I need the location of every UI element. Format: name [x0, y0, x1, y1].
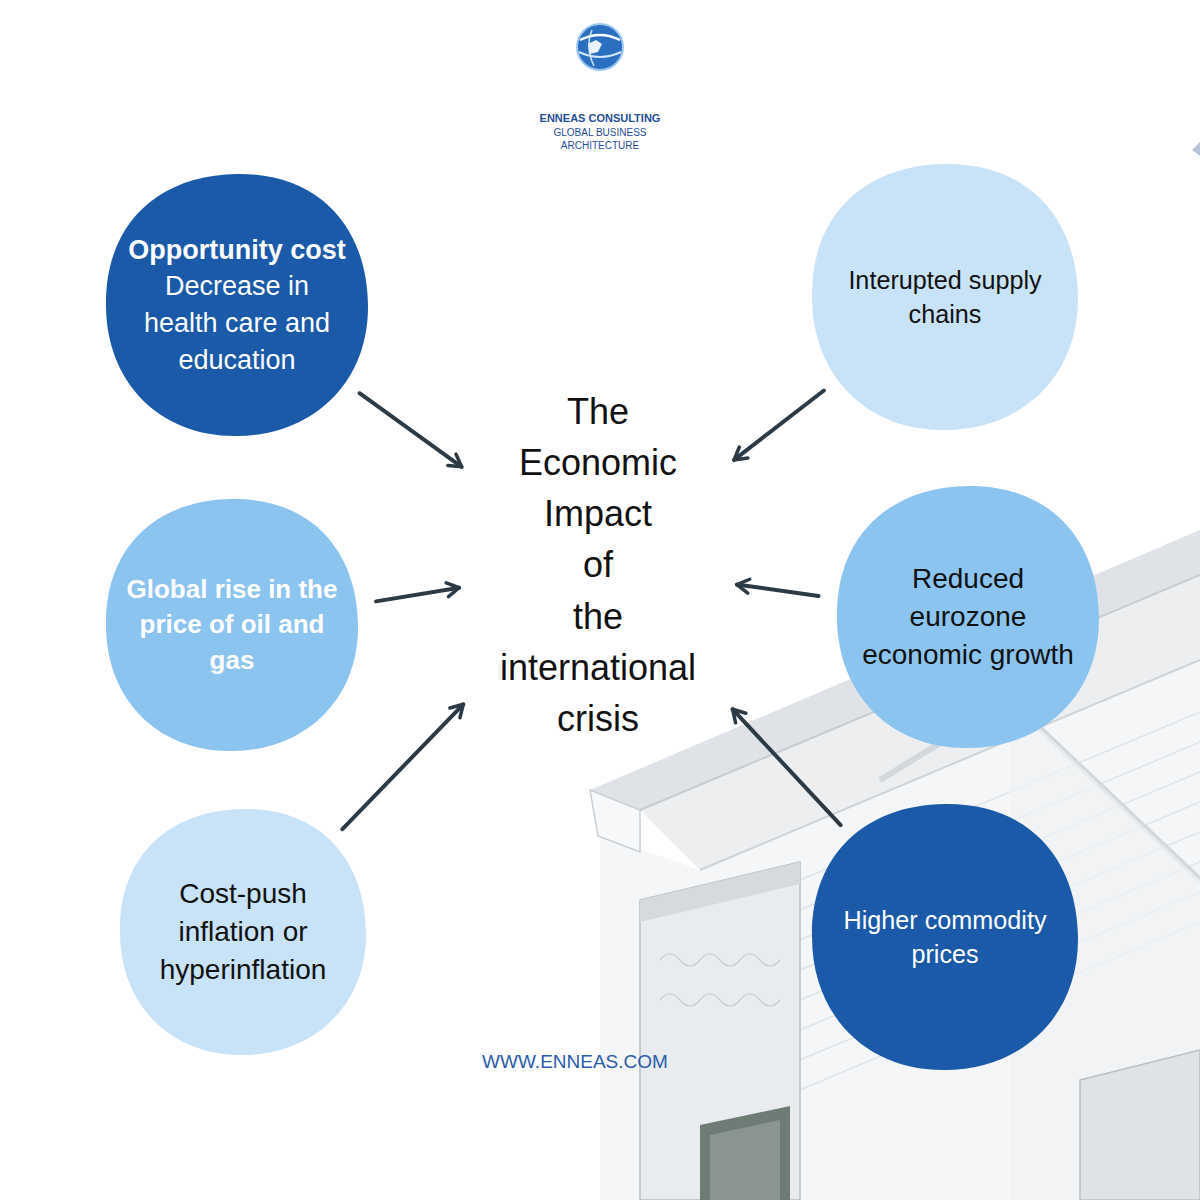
node-text: Decrease in health care and education [125, 268, 348, 378]
arrow-connector [360, 393, 462, 467]
circle-shape [810, 802, 1080, 1072]
node-text: Reduced eurozone economic growth [856, 560, 1079, 674]
corner-mark [1192, 142, 1200, 156]
circle-fill [106, 499, 358, 751]
node-content: Opportunity costDecrease in health care … [104, 172, 370, 438]
logo-globe [577, 24, 623, 70]
arrow-connector [737, 585, 819, 596]
circle-fill [120, 809, 366, 1055]
node-content: Interupted supply chains [810, 162, 1080, 432]
arrow-connector [734, 391, 824, 460]
cause-circle: Global rise in the price of oil and gas [104, 497, 360, 753]
central-topic: The Economic Impact of the international… [473, 386, 723, 744]
node-content: Reduced eurozone economic growth [835, 484, 1101, 750]
node-text: Interupted supply chains [832, 263, 1059, 332]
cause-circle: Cost-push inflation or hyperinflation [118, 807, 368, 1057]
circle-shape [810, 162, 1080, 432]
node-content: Higher commodity prices [810, 802, 1080, 1072]
node-text: Global rise in the price of oil and gas [124, 572, 339, 678]
arrow-connector [342, 704, 463, 829]
cause-circle: Reduced eurozone economic growth [835, 484, 1101, 750]
arrow-connector [733, 709, 841, 825]
circle-fill [812, 804, 1078, 1070]
node-text: Cost-push inflation or hyperinflation [138, 875, 348, 989]
brand-name: ENNEAS CONSULTING [520, 111, 680, 125]
circle-fill [837, 486, 1099, 748]
node-text: Higher commodity prices [832, 903, 1059, 972]
node-heading: Opportunity cost [128, 232, 346, 269]
website-url: WWW.ENNEAS.COM [440, 1050, 710, 1074]
node-text: The Economic Impact of the international… [473, 386, 723, 744]
node-content: Cost-push inflation or hyperinflation [118, 807, 368, 1057]
cause-circle: Opportunity costDecrease in health care … [104, 172, 370, 438]
cause-circle: Higher commodity prices [810, 802, 1080, 1072]
node-content: Global rise in the price of oil and gas [104, 497, 360, 753]
circle-fill [106, 174, 368, 436]
brand-tagline: GLOBAL BUSINESS ARCHITECTURE [535, 126, 665, 152]
node-content: The Economic Impact of the international… [473, 386, 723, 744]
circle-shape [104, 172, 370, 438]
arrow-connector [376, 588, 459, 602]
cause-circle: Interupted supply chains [810, 162, 1080, 432]
circle-fill [812, 164, 1078, 430]
